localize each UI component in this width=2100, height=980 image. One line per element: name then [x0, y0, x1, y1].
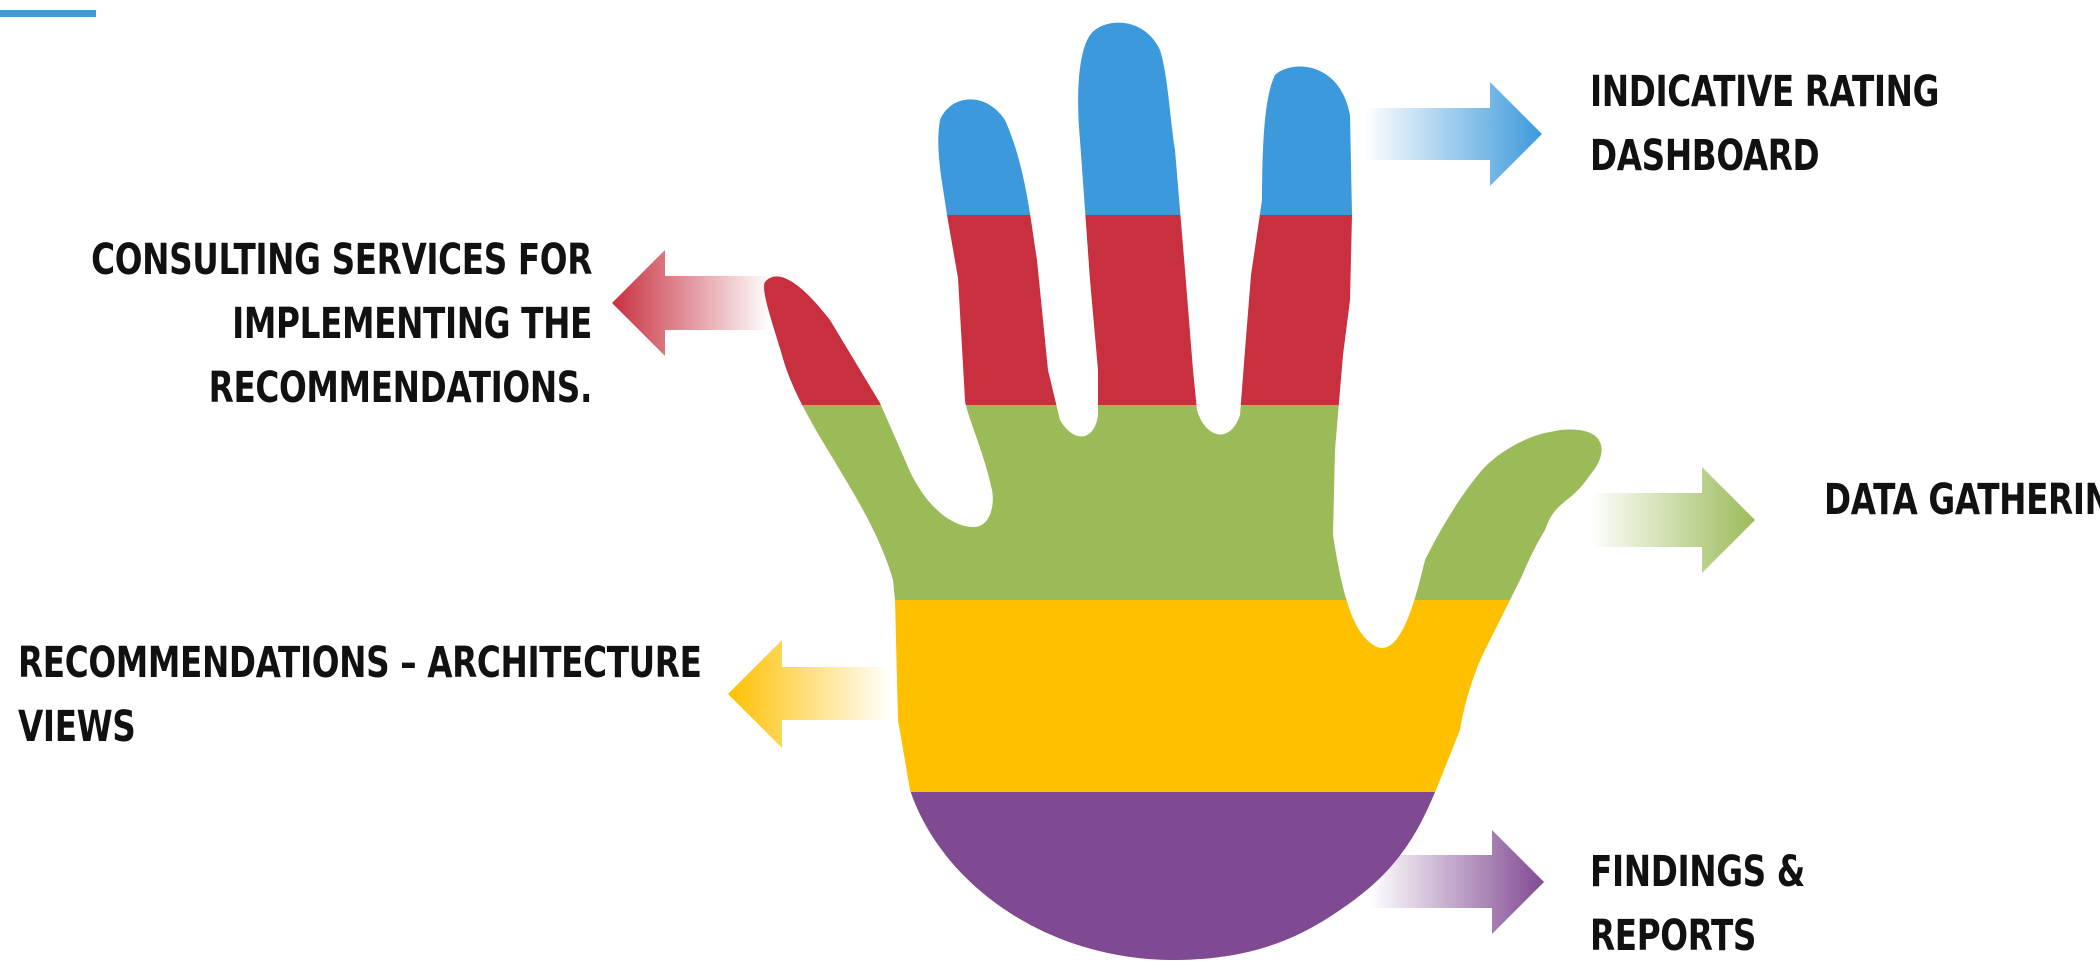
arrow-right-icon: [1365, 82, 1542, 186]
label-consulting-services: CONSULTING SERVICES FOR IMPLEMENTING THE…: [91, 228, 592, 420]
label-indicative-rating: INDICATIVE RATING DASHBOARD: [1590, 60, 1939, 188]
label-findings-reports: FINDINGS & REPORTS: [1590, 840, 1805, 968]
label-line: REPORTS: [1590, 904, 1805, 968]
arrow-left-icon: [612, 250, 770, 356]
label-line: CONSULTING SERVICES FOR: [91, 228, 592, 292]
label-line: DATA GATHERING: [1824, 468, 2100, 532]
arrow-left-icon: [728, 640, 890, 748]
label-recommendations-architecture: RECOMMENDATIONS – ARCHITECTURE VIEWS: [18, 631, 702, 759]
hand-band-red: [700, 215, 1700, 405]
label-line: DASHBOARD: [1590, 124, 1939, 188]
label-line: IMPLEMENTING THE: [91, 292, 592, 356]
hand-band-green: [700, 405, 1700, 600]
hand-band-blue: [700, 0, 1700, 215]
label-line: INDICATIVE RATING: [1590, 60, 1939, 124]
label-line: VIEWS: [18, 695, 702, 759]
hand-icon: [700, 0, 1700, 980]
label-data-gathering: DATA GATHERING: [1824, 468, 2100, 532]
label-line: RECOMMENDATIONS.: [91, 356, 592, 420]
label-line: FINDINGS &: [1590, 840, 1805, 904]
label-line: RECOMMENDATIONS – ARCHITECTURE: [18, 631, 702, 695]
hand-band-purple: [700, 792, 1700, 980]
arrow-right-icon: [1590, 467, 1755, 573]
